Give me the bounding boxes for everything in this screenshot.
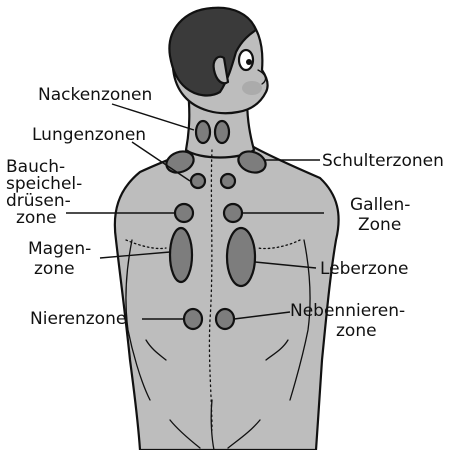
zone-magen (170, 228, 192, 282)
cheek (242, 81, 262, 95)
label-bauch-4: zone (16, 208, 57, 228)
label-schulter: Schulterzonen (322, 151, 444, 171)
label-magen-2: zone (34, 259, 75, 279)
label-leber: Leberzone (320, 259, 408, 279)
zone-nebennieren (216, 309, 234, 329)
label-gallen-2: Zone (358, 215, 401, 235)
zone-gallen (224, 204, 242, 222)
zone-leber (227, 228, 255, 286)
zone-lungen-right (221, 174, 235, 188)
label-nebennieren-1: Nebennieren- (290, 301, 405, 321)
label-nebennieren-2: zone (336, 321, 377, 341)
zone-lungen-left (191, 174, 205, 188)
label-gallen-1: Gallen- (350, 195, 410, 215)
label-nacken: Nackenzonen (38, 85, 152, 105)
torso-back (115, 145, 339, 450)
label-nieren: Nierenzone (30, 309, 126, 329)
label-magen-1: Magen- (28, 239, 91, 259)
zone-bauch (175, 204, 193, 222)
label-lungen: Lungenzonen (32, 125, 146, 145)
zone-nacken-left (196, 121, 210, 143)
zone-nacken-right (215, 121, 229, 143)
zone-nieren (184, 309, 202, 329)
pupil (246, 59, 252, 65)
